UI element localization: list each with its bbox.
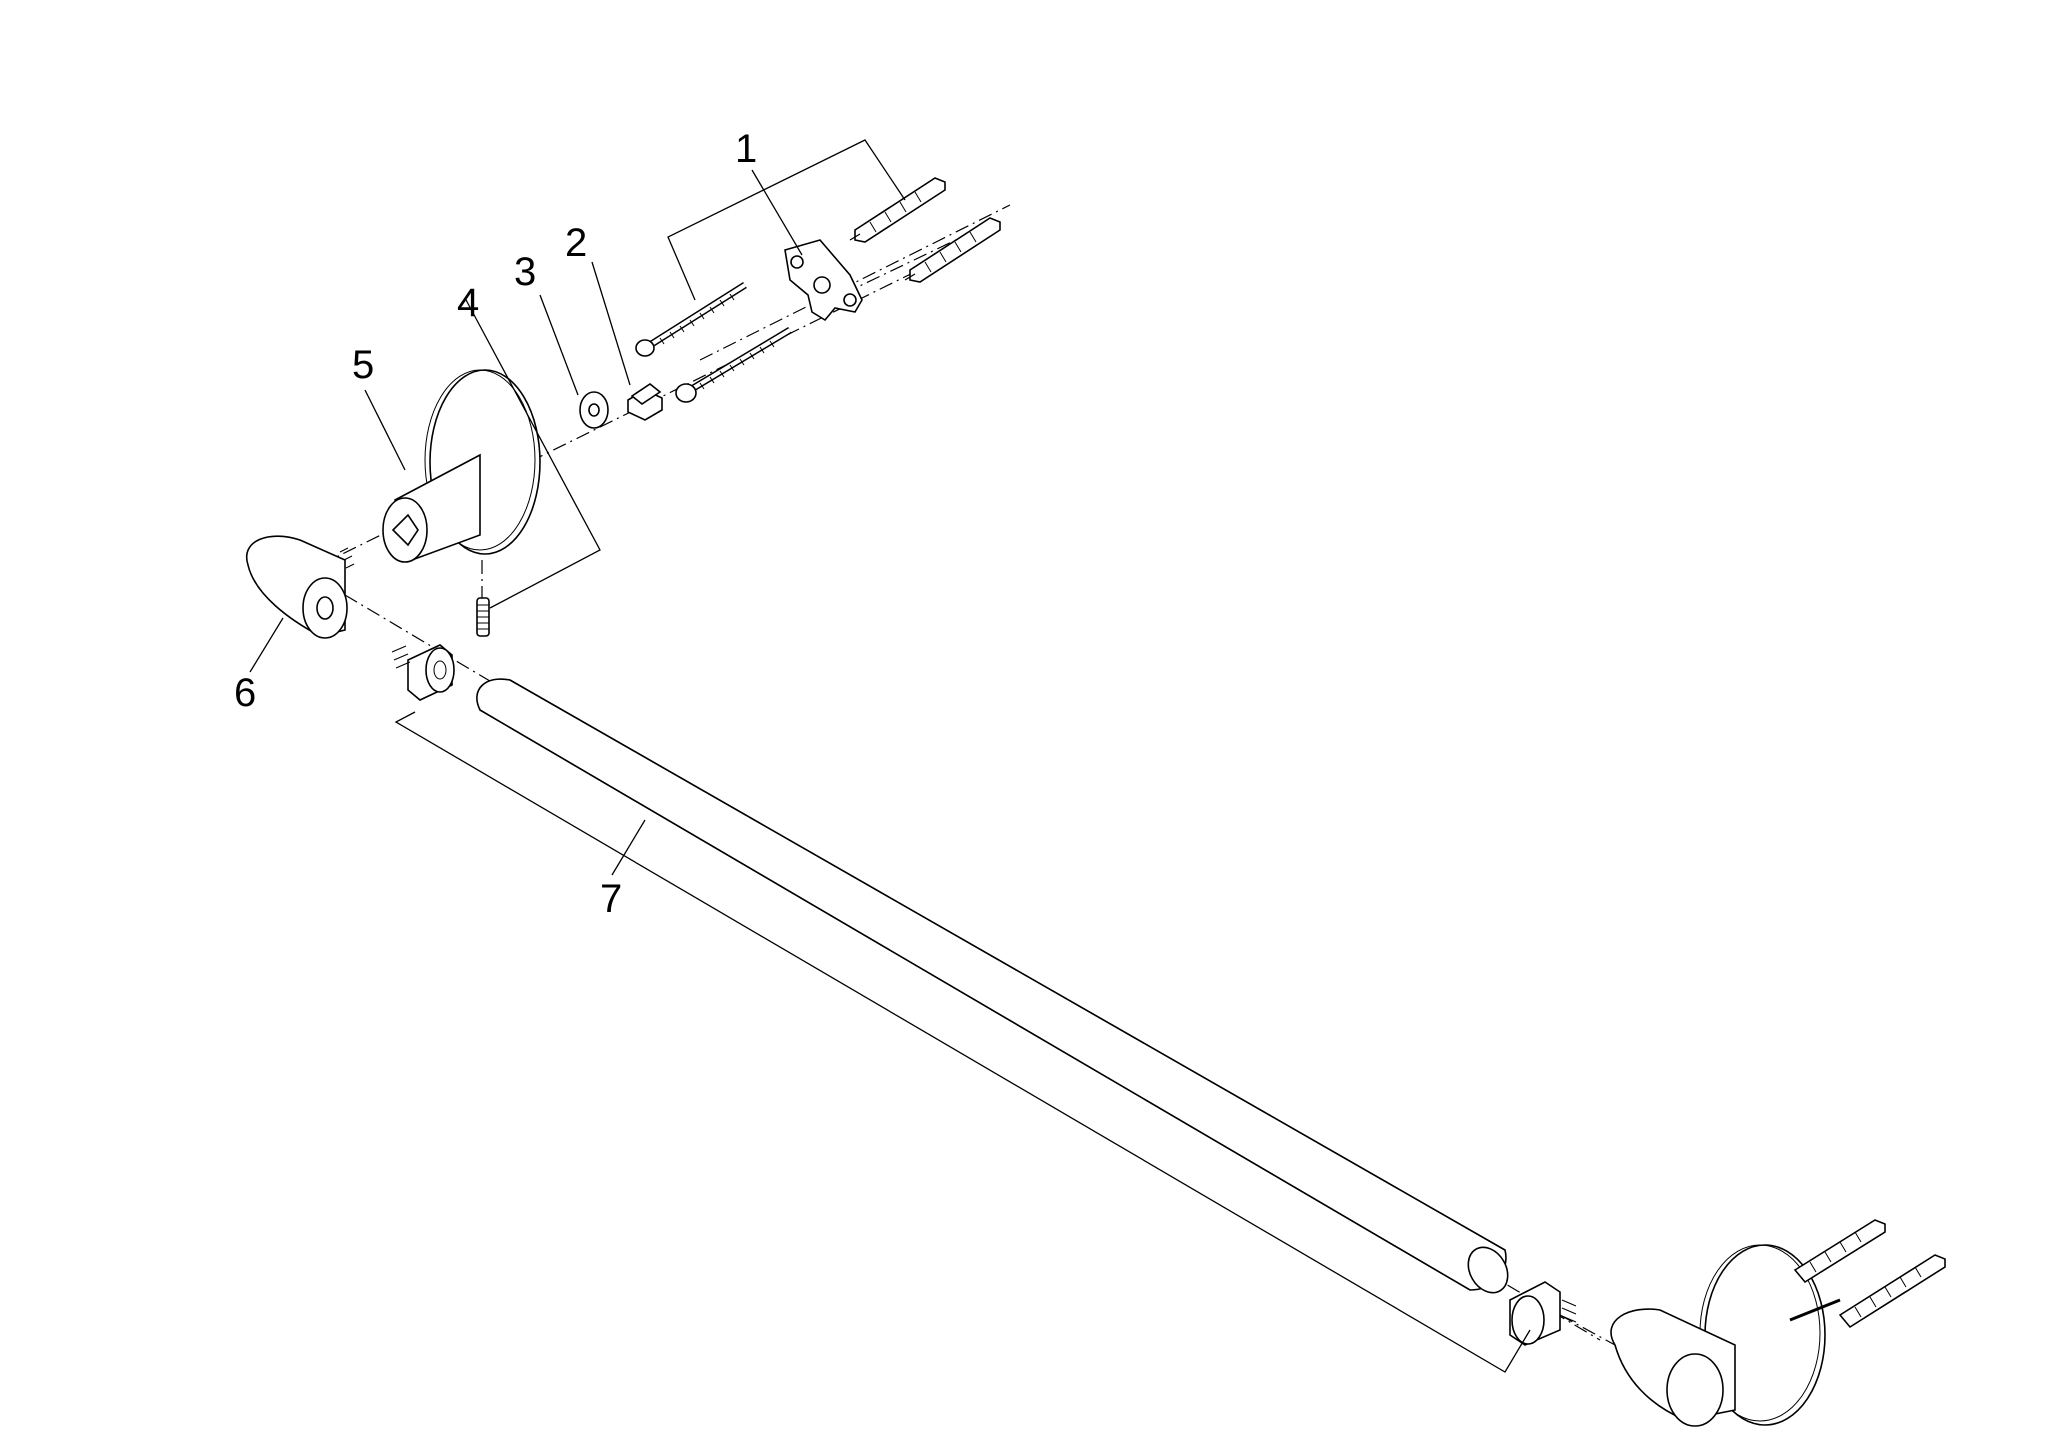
callout-3: 3 (514, 250, 536, 294)
adapter-left (391, 644, 455, 701)
callout-labels: 1 2 3 4 5 6 7 (234, 127, 757, 921)
callout-7: 7 (600, 877, 622, 921)
callout-1: 1 (735, 127, 757, 171)
screw-upper (635, 282, 747, 357)
callout-4: 4 (457, 281, 479, 325)
callout-5: 5 (352, 343, 374, 387)
bracket-line-7 (394, 711, 1531, 1373)
bar-holder (245, 535, 355, 673)
assembly-axes (319, 204, 1616, 1346)
callout-2: 2 (565, 221, 587, 265)
wall-plug-upper (849, 177, 946, 243)
right-holder-assembly (1610, 1219, 1946, 1427)
threaded-fitting (591, 261, 663, 421)
wall-rosette (364, 369, 541, 563)
callout-6: 6 (234, 671, 256, 715)
set-screw (464, 297, 601, 637)
screw-lower (675, 326, 792, 403)
mounting-plate (784, 239, 863, 322)
washer (539, 294, 609, 429)
towel-bar-tube (476, 678, 1509, 1294)
bracket-line-1 (667, 139, 906, 301)
wall-plug-lower (904, 217, 1001, 283)
adapter-right (1509, 1281, 1577, 1346)
